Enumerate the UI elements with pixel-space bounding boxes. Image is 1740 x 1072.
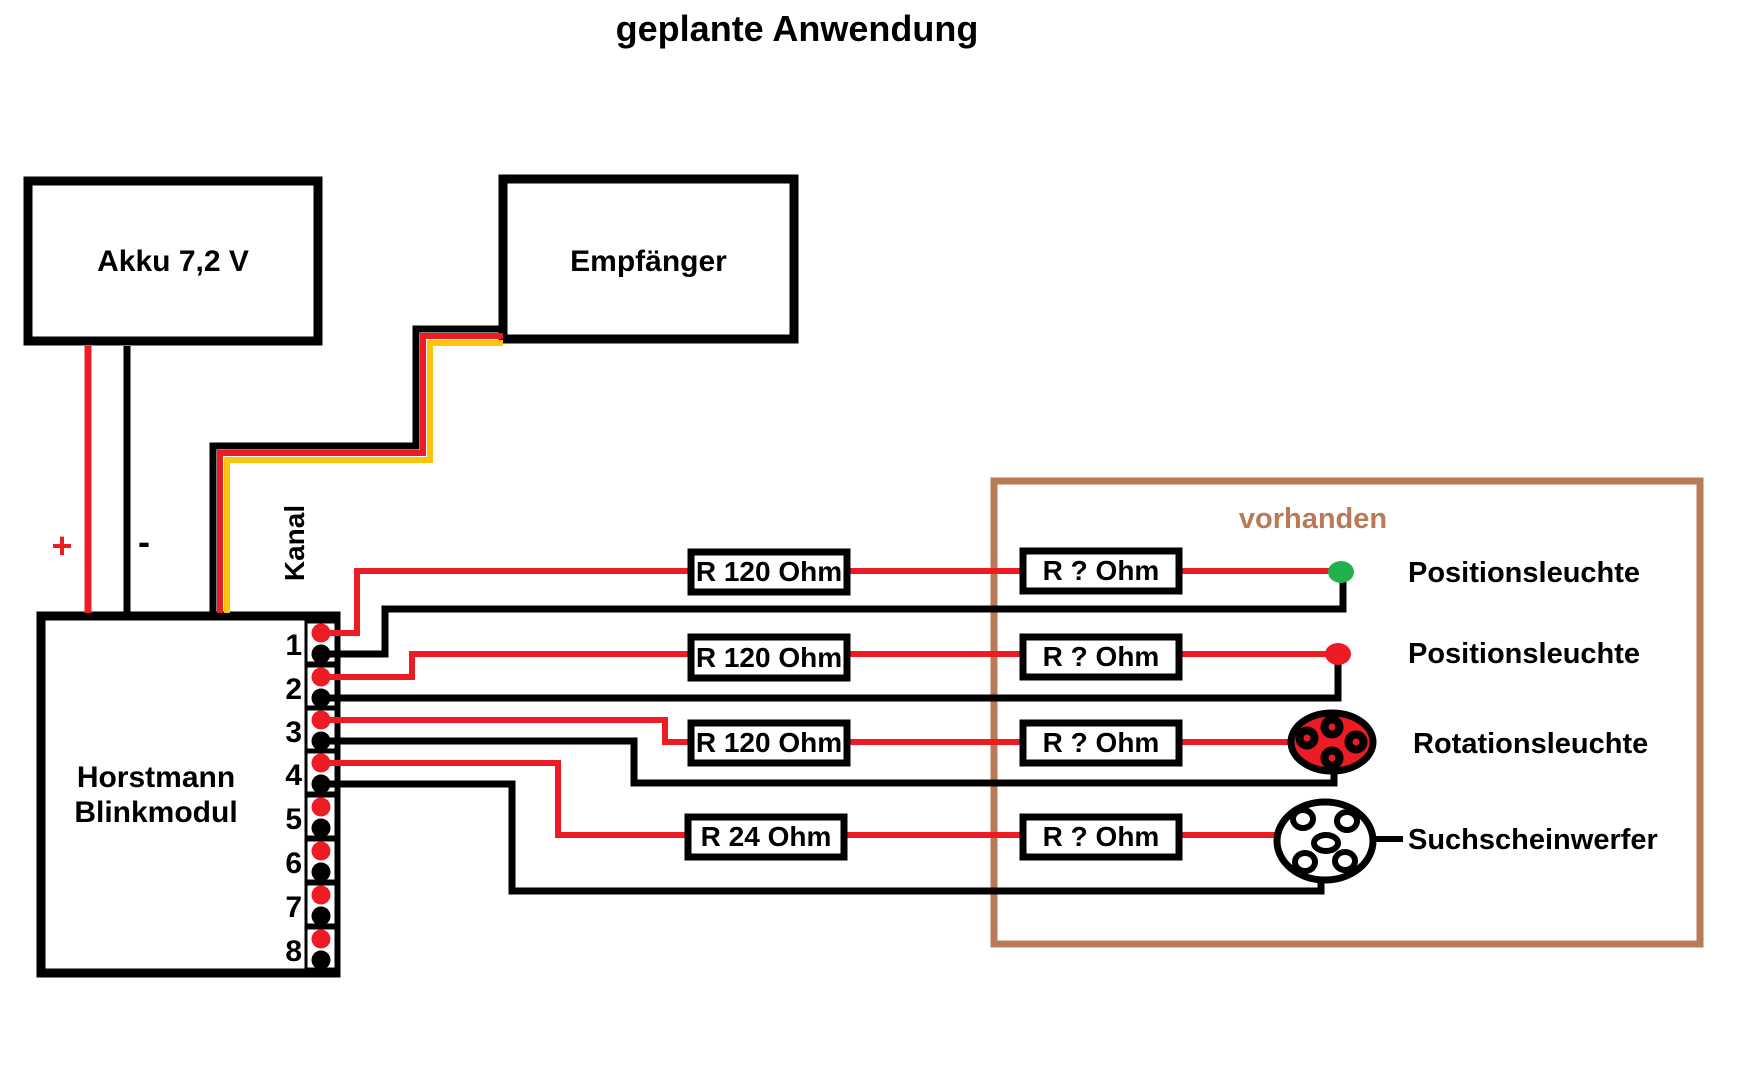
channel-2-number: 2 bbox=[285, 673, 302, 706]
channel-2-black-pin bbox=[311, 688, 331, 708]
channel-5-black-pin bbox=[311, 818, 331, 838]
plus-label: + bbox=[51, 525, 73, 566]
blinkmodul-label-line2: Blinkmodul bbox=[74, 796, 238, 829]
resistor-row4-col2-label: R ? Ohm bbox=[1042, 821, 1160, 852]
channel-7-number: 7 bbox=[285, 891, 302, 924]
channel-8-number: 8 bbox=[285, 935, 302, 968]
channel-5-red-pin bbox=[311, 797, 331, 817]
green-position-light-icon bbox=[1328, 561, 1354, 583]
channel-2-red-pin bbox=[311, 667, 331, 687]
channel-8-red-pin bbox=[311, 929, 331, 949]
rotation-beacon-icon bbox=[1287, 709, 1377, 775]
channel-4-number: 4 bbox=[285, 759, 302, 792]
akku-box bbox=[23, 176, 323, 346]
resistor-row2-col1-label: R 120 Ohm bbox=[695, 642, 843, 673]
wire-row3-red bbox=[321, 717, 1294, 745]
empfaenger-label: Empfänger bbox=[570, 245, 727, 278]
connector-pins bbox=[311, 623, 331, 970]
kanal-label: Kanal bbox=[279, 504, 310, 582]
wire-row4-red bbox=[321, 760, 1279, 838]
resistor-row1-col2-label: R ? Ohm bbox=[1042, 555, 1160, 586]
akku-label: Akku 7,2 V bbox=[97, 245, 249, 278]
wire-row1-black bbox=[321, 574, 1347, 658]
resistor-row2-col1-box bbox=[687, 633, 851, 682]
channel-1-black-pin bbox=[311, 644, 331, 664]
channel-7-black-pin bbox=[311, 906, 331, 926]
channel-6-black-pin bbox=[311, 862, 331, 882]
vorhanden-box bbox=[990, 477, 1704, 948]
resistor-row1-col1-box bbox=[687, 548, 851, 596]
lamp-label-row4: Suchscheinwerfer bbox=[1408, 824, 1658, 856]
channel-8-black-pin bbox=[311, 950, 331, 970]
resistor-row3-col1-box bbox=[687, 719, 851, 767]
channel-1-red-pin bbox=[311, 623, 331, 643]
channel-3-number: 3 bbox=[285, 716, 302, 749]
channel-6-number: 6 bbox=[285, 847, 302, 880]
blinkmodul-label-line1: Horstmann bbox=[76, 761, 236, 794]
channel-5-number: 5 bbox=[285, 803, 302, 836]
searchlight-icon bbox=[1273, 798, 1403, 884]
cable-receiver-yellow bbox=[224, 340, 503, 613]
channel-6-red-pin bbox=[311, 841, 331, 861]
channel-1-number: 1 bbox=[285, 629, 302, 662]
empfaenger-box bbox=[498, 174, 799, 344]
vorhanden-label: vorhanden bbox=[1238, 503, 1388, 535]
channel-3-red-pin bbox=[311, 710, 331, 730]
cable-receiver-red bbox=[217, 333, 503, 613]
resistor-row2-col2-box bbox=[1019, 633, 1183, 681]
lamp-label-row3: Rotationsleuchte bbox=[1413, 728, 1649, 760]
channel-4-red-pin bbox=[311, 753, 331, 773]
resistor-row4-col1-label: R 24 Ohm bbox=[700, 821, 832, 852]
red-position-light-icon bbox=[1325, 643, 1351, 665]
wire-row2-black bbox=[321, 656, 1342, 702]
minus-label: - bbox=[138, 521, 150, 562]
resistor-row3-col2-box bbox=[1019, 719, 1183, 767]
resistor-row4-col1-box bbox=[684, 813, 848, 861]
page-title: geplante Anwendung bbox=[615, 8, 979, 49]
resistor-row3-col2-label: R ? Ohm bbox=[1042, 727, 1160, 758]
channel-4-black-pin bbox=[311, 774, 331, 794]
resistor-row1-col2-box bbox=[1019, 547, 1183, 595]
lamp-label-row2: Positionsleuchte bbox=[1408, 638, 1641, 670]
cable-receiver-black bbox=[209, 325, 503, 613]
lamp-label-row1: Positionsleuchte bbox=[1408, 557, 1641, 589]
resistor-boxes bbox=[684, 547, 1183, 861]
wire-row2-red bbox=[321, 651, 1340, 680]
resistor-row2-col2-label: R ? Ohm bbox=[1042, 641, 1160, 672]
channel-3-black-pin bbox=[311, 731, 331, 751]
channel-7-red-pin bbox=[311, 885, 331, 905]
resistor-row4-col2-box bbox=[1019, 813, 1183, 861]
resistor-row1-col1-label: R 120 Ohm bbox=[695, 556, 843, 587]
resistor-row3-col1-label: R 120 Ohm bbox=[695, 727, 843, 758]
